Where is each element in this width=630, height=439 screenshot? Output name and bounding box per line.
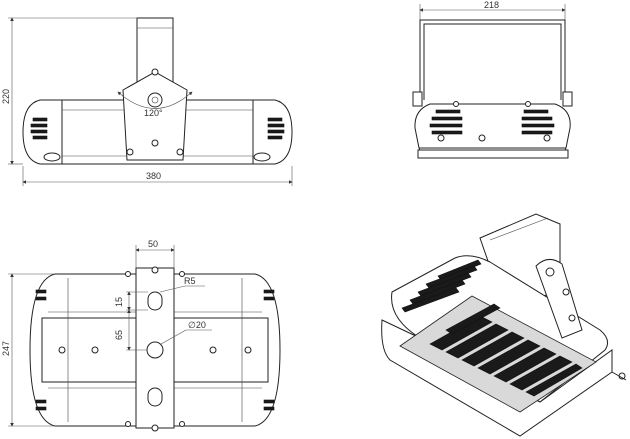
right-cooling-fins [253, 117, 285, 162]
isometric-view [381, 213, 627, 437]
side-cooling-fins [429, 109, 555, 135]
front-view: 120° 380 220 [1, 17, 293, 186]
slot-label: 15 [114, 297, 124, 307]
bottom-cooling-fins [35, 289, 275, 411]
bottom-width-label: 50 [148, 239, 158, 249]
radius-label: R5 [184, 276, 196, 286]
angle-label: 120° [144, 108, 163, 118]
iso-cooling-fins [401, 259, 482, 313]
side-width-label: 218 [484, 0, 499, 10]
iso-led-modules [429, 303, 583, 397]
front-height-label: 220 [1, 89, 11, 104]
hole-label: ∅20 [188, 320, 206, 330]
center-hole [146, 341, 164, 359]
bottom-view: 50 247 R5 15 65 ∅20 [1, 239, 281, 432]
left-cooling-fins [30, 117, 61, 162]
front-width-label: 380 [146, 171, 161, 181]
spacing-label: 65 [114, 330, 124, 340]
side-view: 218 [412, 0, 573, 159]
bottom-height-label: 247 [1, 341, 11, 356]
